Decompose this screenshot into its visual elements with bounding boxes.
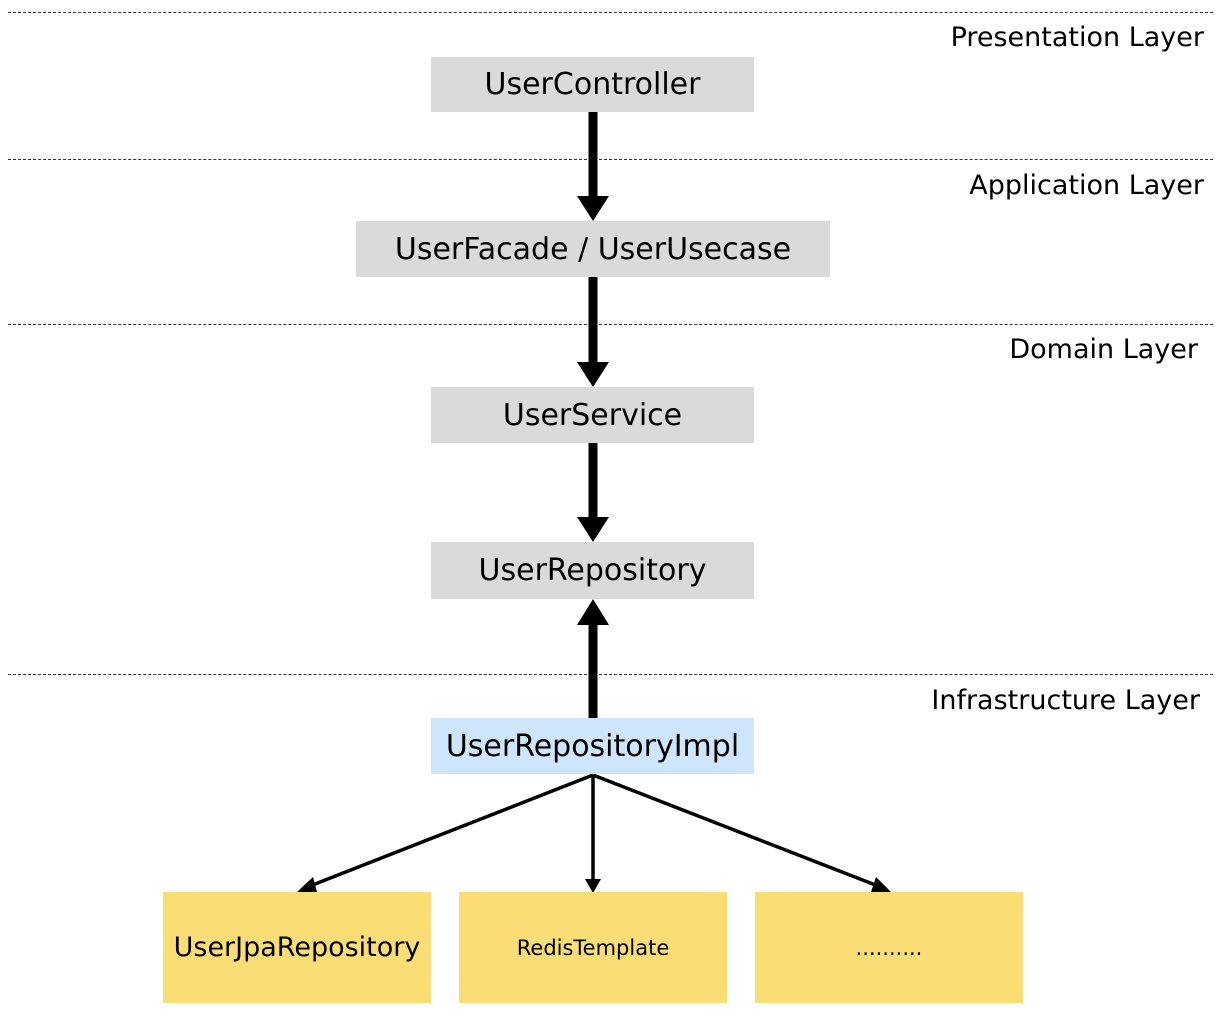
infrastructure-layer-label: Infrastructure Layer — [931, 685, 1200, 716]
presentation-layer-label: Presentation Layer — [950, 22, 1204, 53]
arrowhead-jpa — [297, 877, 317, 892]
user-facade-label: UserFacade / UserUsecase — [394, 231, 792, 267]
domain-layer-label: Domain Layer — [1009, 334, 1198, 365]
application-layer-label: Application Layer — [969, 170, 1204, 201]
arrowhead-others — [871, 877, 891, 892]
user-facade-box: UserFacade / UserUsecase — [356, 221, 830, 277]
user-service-label: UserService — [502, 397, 683, 433]
arrow-impl-to-jpa — [309, 773, 594, 888]
user-controller-label: UserController — [484, 67, 701, 102]
arrow-impl-to-others — [592, 773, 879, 888]
domain-layer-divider — [8, 324, 1213, 325]
arrowhead-repository-up — [577, 599, 609, 625]
user-repository-box: UserRepository — [431, 542, 754, 599]
arrowhead-repository — [577, 517, 609, 542]
user-controller-box: UserController — [431, 57, 754, 112]
user-service-box: UserService — [431, 387, 754, 443]
user-repository-impl-label: UserRepositoryImpl — [445, 728, 740, 764]
user-repository-label: UserRepository — [478, 553, 707, 588]
other-adapters-label: .......... — [855, 935, 923, 960]
arrowhead-service — [577, 362, 609, 387]
user-jpa-repository-label: UserJpaRepository — [173, 932, 421, 963]
application-layer-divider — [8, 159, 1213, 160]
infrastructure-layer-divider — [8, 674, 1213, 675]
arrowhead-redis — [585, 879, 601, 893]
arrowhead-facade — [577, 196, 609, 221]
user-jpa-repository-box: UserJpaRepository — [163, 892, 431, 1003]
user-repository-impl-box: UserRepositoryImpl — [431, 718, 754, 774]
redis-template-label: RedisTemplate — [516, 935, 670, 960]
redis-template-box: RedisTemplate — [459, 892, 727, 1003]
presentation-layer-divider — [8, 12, 1213, 13]
other-adapters-box: .......... — [755, 892, 1023, 1003]
